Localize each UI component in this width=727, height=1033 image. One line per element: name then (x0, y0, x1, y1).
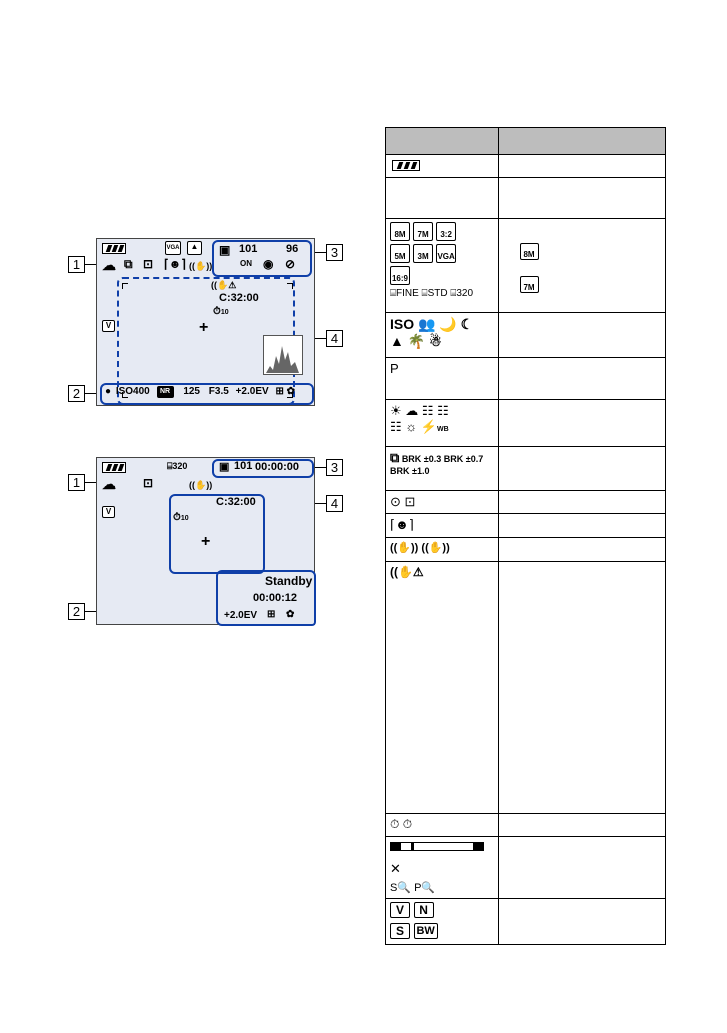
callout-4b: 4 (326, 495, 343, 512)
size-8m-icon: 8M (519, 243, 539, 260)
folder-counter: 101 (239, 243, 258, 255)
callout-3b: 3 (326, 459, 343, 476)
red-eye-icon: ◉ (263, 257, 274, 271)
battery-icon-2 (102, 462, 126, 473)
image-size-icon: VGA (165, 241, 181, 255)
scene-icons: ISO 👥 🌙 ☾▲ 🌴 ☃ (390, 316, 474, 349)
table-row (385, 154, 666, 178)
table-row: ⧉ BRK ±0.3 BRK ±0.7 BRK ±1.0 (385, 446, 666, 491)
zoom-bar (390, 842, 484, 851)
size-7m-icon: 7M (519, 276, 539, 293)
record-dot-icon: ● (105, 386, 112, 397)
table-row: ISO 👥 🌙 ☾▲ 🌴 ☃ (385, 312, 666, 358)
memory-time: C:32:00 (219, 292, 259, 304)
callout-3: 3 (326, 244, 343, 261)
table-row: ((✋⚠ (385, 561, 666, 814)
aperture-value: F3.5 (208, 386, 229, 397)
nr-icon: NR (156, 386, 174, 398)
status-standby: Standby (265, 574, 313, 588)
movie-size-icons: ⌸FINE ⌸STD ⌸320 (390, 288, 474, 299)
cloud-wb-icon: ☁ (102, 257, 116, 273)
movie-screen: ⌸320 ▣ 101 00:00:00 ☁ ⊡ ((✋)) V C:32:00 … (96, 457, 316, 626)
table-row: ☀ ☁ ☷ ☷☷ ☼ ⚡WB (385, 399, 666, 447)
shake-warning-icon-big: ((✋⚠ (390, 565, 424, 579)
meter-icons: ⊙ ⊡ (390, 494, 416, 509)
flash-on-icon: ON (240, 259, 252, 268)
metering-icon: ⊞ (275, 386, 284, 397)
self-timer-icon: ⏱10 (213, 306, 229, 317)
macro-icon: ✿ (286, 386, 296, 397)
table-header (385, 127, 666, 155)
region-3b (212, 459, 314, 478)
region-2 (100, 383, 314, 405)
callout-1b: 1 (68, 474, 85, 491)
table-row: ⏱ ⏱ (385, 813, 666, 837)
iso-value: ISO400 (115, 386, 150, 397)
table-row: ((✋)) ((✋)) (385, 537, 666, 562)
center-cross-icon: + (199, 319, 209, 336)
face-detect-icon: ⌈☻⌉ (164, 257, 186, 271)
quality-icon: ▲ (187, 241, 202, 255)
histogram-graph (266, 346, 299, 373)
movie-timecode: 00:00:00 (255, 461, 300, 473)
table-row (385, 177, 666, 219)
table-row: 8M 7M 3:2 5M 3M VGA 16:9 ⌸FINE ⌸STD ⌸320… (385, 218, 666, 313)
memory-time-2: C:32:00 (216, 496, 256, 508)
table-row: ⌈☻⌉ (385, 513, 666, 538)
scene-v-icon: V (102, 320, 115, 332)
indicator-table: 8M 7M 3:2 5M 3M VGA 16:9 ⌸FINE ⌸STD ⌸320… (385, 127, 666, 945)
self-timer-icon-2: ⏱10 (173, 512, 189, 523)
center-cross-icon-2: + (201, 533, 211, 550)
scene-v-icon-2: V (102, 506, 115, 518)
program-mode: P (390, 361, 399, 376)
steadyshot-off-icon: ((✋)) (189, 480, 213, 490)
battery-icon (102, 243, 126, 254)
still-screen: VGA ▲ ▣ 101 96 ON ◉ ⊘ ☁ ⧉ ⊡ ⌈☻⌉ ((✋)) ((… (96, 238, 315, 406)
image-size-icons: 8M 7M 3:2 5M 3M VGA 16:9 (390, 222, 494, 285)
media-icon: ▣ (219, 243, 231, 257)
zoom-mode-icons: S🔍 P🔍 (390, 882, 436, 894)
callout-2: 2 (68, 385, 85, 402)
macro-icon-2: ✿ (286, 609, 295, 620)
callout-2b: 2 (68, 603, 85, 620)
table-row: V N S BW (385, 898, 666, 945)
color-mode-icons: V N S BW (390, 902, 494, 939)
table-row: ✕ S🔍 P🔍 (385, 836, 666, 899)
movie-size-icon: ⌸320 (167, 461, 188, 471)
ev-value-2: +2.0EV (224, 610, 258, 621)
cloud-wb-icon-2: ☁ (102, 476, 116, 492)
histogram (263, 335, 303, 375)
callout-4: 4 (326, 330, 343, 347)
shots-remaining: 96 (286, 243, 299, 255)
steady-icons: ((✋)) ((✋)) (390, 542, 450, 554)
region-2b (216, 570, 316, 626)
ev-value: +2.0EV (235, 386, 269, 397)
white-balance-icons: ☀ ☁ ☷ ☷☷ ☼ ⚡WB (390, 403, 449, 434)
media-icon-2: ▣ (219, 461, 230, 473)
table-row: ⊙ ⊡ (385, 490, 666, 514)
callout-1: 1 (68, 256, 85, 273)
no-flash-icon: ⊘ (285, 257, 296, 271)
folder-icon: 101 (234, 460, 253, 472)
burst-icon: ⧉ (124, 257, 133, 271)
bracket-icons: ⧉ BRK ±0.3 BRK ±0.7 BRK ±1.0 (390, 450, 484, 476)
metering-icon-2: ⊞ (267, 609, 276, 620)
spot-meter-icon-2: ⊡ (143, 476, 154, 490)
spot-meter-icon: ⊡ (143, 257, 154, 271)
table-row: P (385, 357, 666, 400)
face-icon: ⌈☻⌉ (390, 517, 414, 532)
bottom-bar: ● ISO400 NR 125 F3.5 +2.0EV ⊞ ✿ (105, 386, 305, 398)
shutter-value: 125 (183, 386, 200, 397)
zoom-x-icon: ✕ (390, 861, 401, 876)
shake-warning-icon: ((✋⚠ (211, 280, 237, 290)
elapsed-time: 00:00:12 (253, 592, 298, 604)
steadyshot-icon: ((✋)) (189, 261, 213, 271)
region-3 (212, 240, 312, 277)
timer-icons: ⏱ ⏱ (390, 817, 413, 831)
